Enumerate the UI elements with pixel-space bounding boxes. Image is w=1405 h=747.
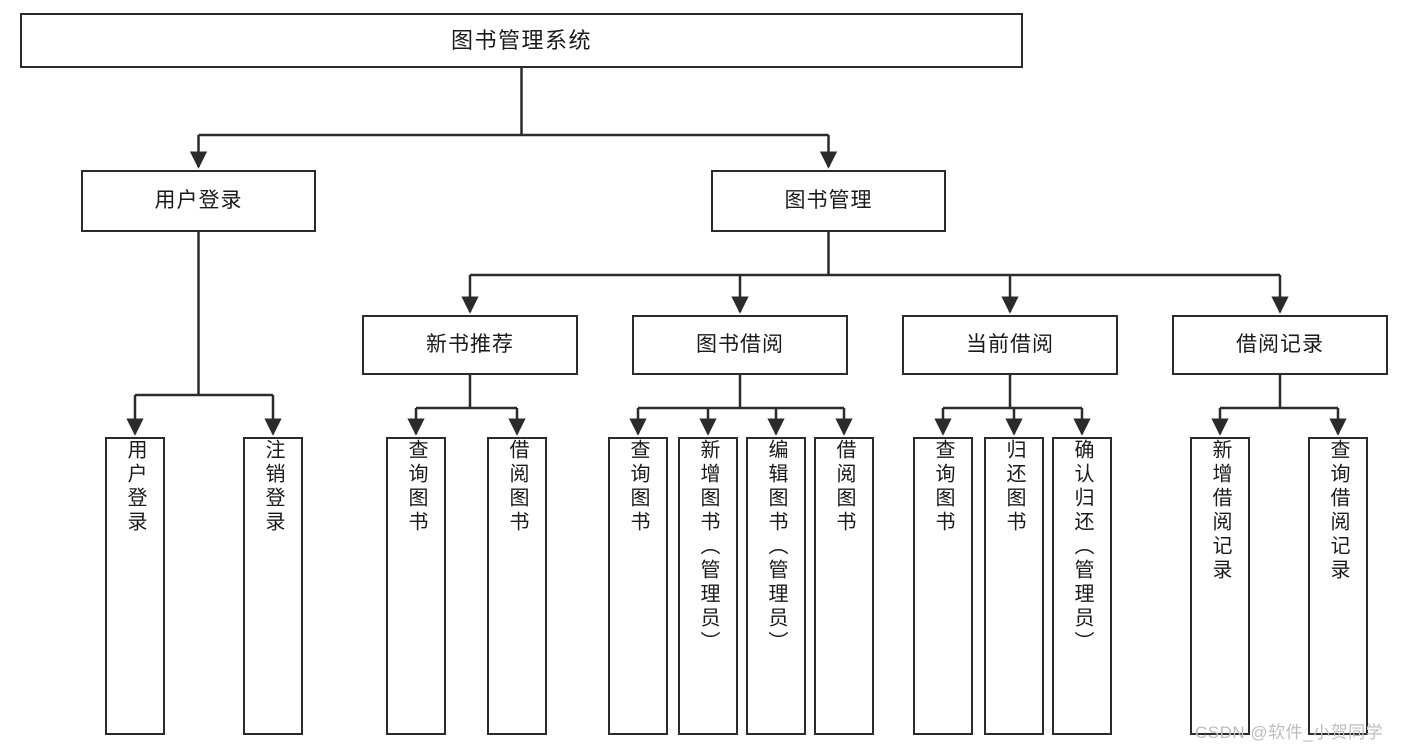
node-label: 查询图书 <box>932 439 954 535</box>
node-label: 用户登录 <box>124 439 146 535</box>
node-root[interactable]: 图书管理系统 <box>20 13 1023 68</box>
node-label: 注销登录 <box>262 439 284 535</box>
node-new-book-rec[interactable]: 新书推荐 <box>362 315 578 375</box>
node-leaf-br-add-record[interactable]: 新增借阅记录 <box>1190 437 1250 735</box>
node-label: 借阅图书 <box>506 439 528 535</box>
node-label: 借阅记录 <box>1236 332 1324 356</box>
node-label: 借阅图书 <box>833 439 855 535</box>
node-leaf-cb-query-book[interactable]: 查询图书 <box>913 437 973 735</box>
node-user-login[interactable]: 用户登录 <box>81 170 316 232</box>
node-label: 当前借阅 <box>966 332 1054 356</box>
node-label: 图书借阅 <box>696 332 784 356</box>
node-label: 确认归还（管理员） <box>1071 439 1093 655</box>
node-label: 图书管理系统 <box>450 27 592 53</box>
node-label: 查询图书 <box>627 439 649 535</box>
node-leaf-cb-confirm-return[interactable]: 确认归还（管理员） <box>1052 437 1112 735</box>
node-leaf-user-login[interactable]: 用户登录 <box>105 437 165 735</box>
node-label: 新书推荐 <box>426 332 514 356</box>
node-label: 编辑图书（管理员） <box>765 439 787 655</box>
node-leaf-rec-query-book[interactable]: 查询图书 <box>386 437 446 735</box>
watermark-text: CSDN @软件_小贺同学 <box>1195 723 1384 742</box>
node-label: 查询借阅记录 <box>1327 439 1349 583</box>
node-leaf-bb-edit-book[interactable]: 编辑图书（管理员） <box>746 437 806 735</box>
node-book-borrow[interactable]: 图书借阅 <box>632 315 848 375</box>
node-leaf-br-query-record[interactable]: 查询借阅记录 <box>1308 437 1368 735</box>
node-label: 用户登录 <box>154 188 243 212</box>
node-book-manage[interactable]: 图书管理 <box>711 170 946 232</box>
node-label: 新增图书（管理员） <box>697 439 719 655</box>
node-label: 查询图书 <box>405 439 427 535</box>
node-leaf-cb-return-book[interactable]: 归还图书 <box>984 437 1044 735</box>
node-label: 图书管理 <box>784 188 873 212</box>
node-leaf-rec-borrow-book[interactable]: 借阅图书 <box>487 437 547 735</box>
node-leaf-bb-add-book[interactable]: 新增图书（管理员） <box>678 437 738 735</box>
node-current-borrow[interactable]: 当前借阅 <box>902 315 1118 375</box>
node-label: 新增借阅记录 <box>1209 439 1231 583</box>
node-label: 归还图书 <box>1003 439 1025 535</box>
node-borrow-record[interactable]: 借阅记录 <box>1172 315 1388 375</box>
node-leaf-bb-borrow-book[interactable]: 借阅图书 <box>814 437 874 735</box>
node-leaf-user-logout[interactable]: 注销登录 <box>243 437 303 735</box>
node-leaf-bb-query-book[interactable]: 查询图书 <box>608 437 668 735</box>
